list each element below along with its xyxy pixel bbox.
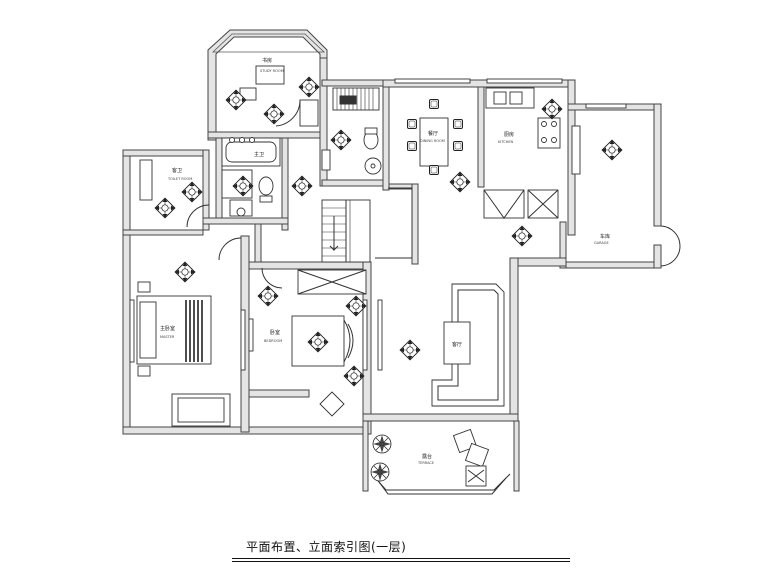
drawing-caption: 平面布置、立面索引图(一层): [246, 540, 407, 554]
stairs: [321, 187, 413, 263]
room-sub-toilet: TOILET ROOM: [167, 177, 192, 181]
caption-underline: [232, 558, 570, 559]
room-sub-bedroom: BEDROOM: [264, 339, 282, 343]
room-label-study: 书房: [262, 57, 272, 64]
kitchen: 厨房 KITCHEN: [483, 87, 563, 247]
room-label-terrace: 露台: [422, 453, 432, 460]
room-label-living: 客厅: [452, 341, 462, 348]
room-sub-garage: GARAGE: [594, 241, 609, 245]
bath-master: 主卫: [221, 137, 313, 217]
master-bedroom: 主卧室 MASTER: [136, 237, 242, 427]
room-sub-master: MASTER: [160, 335, 175, 339]
study: 书房 STUDY ROOM: [225, 57, 320, 127]
room-label-master: 主卧室: [160, 325, 175, 332]
bedroom: 卧室 BEDROOM: [257, 267, 367, 417]
room-sub-dining: DINING ROOM: [420, 139, 445, 143]
room-label-garage: 车库: [600, 233, 610, 240]
caption-underline-2: [232, 561, 570, 562]
living: 客厅: [399, 283, 505, 407]
room-sub-kitchen: KITCHEN: [498, 140, 514, 144]
room-label-dining: 餐厅: [428, 130, 438, 137]
room-label-toilet: 客卫: [172, 167, 182, 174]
wc: [321, 87, 382, 175]
room-sub-study: STUDY ROOM: [260, 69, 284, 73]
garage: 车库 GARAGE: [571, 125, 681, 267]
toilet: 客卫 TOILET ROOM: [139, 159, 210, 228]
room-label-bedroom: 卧室: [270, 329, 280, 336]
room-sub-terrace: TERRACE: [417, 461, 434, 465]
dining: 餐厅 DINING ROOM: [407, 99, 471, 193]
terrace: 露台 TERRACE: [370, 428, 490, 487]
windows: [129, 78, 627, 371]
room-label-kitchen: 厨房: [504, 131, 514, 138]
room-label-bath: 主卫: [254, 151, 264, 158]
